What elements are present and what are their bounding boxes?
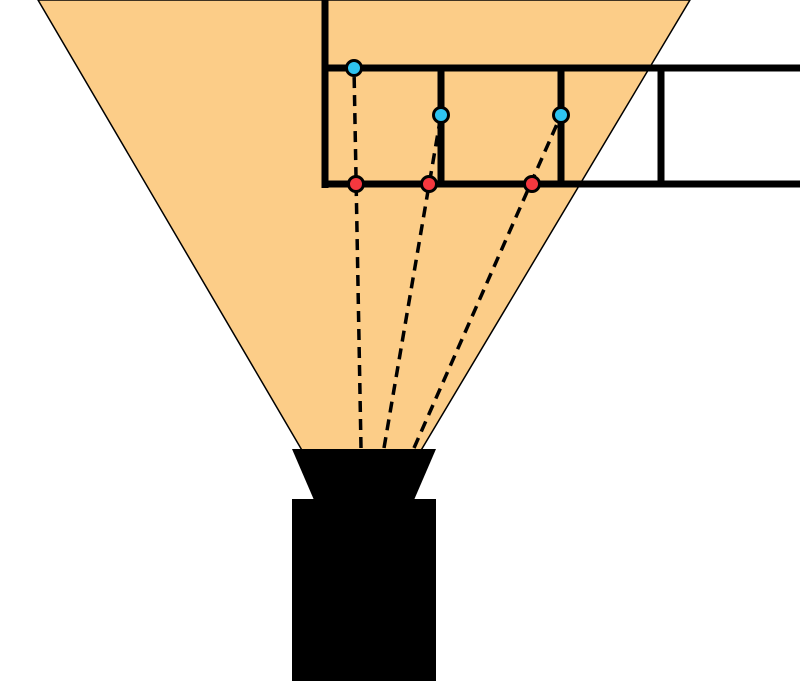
camera-body (292, 499, 436, 681)
ray-1 (352, 67, 363, 449)
frame-structure (321, 0, 800, 188)
lower-points (347, 175, 541, 193)
upper-point-3 (552, 106, 570, 124)
lower-point-3 (523, 175, 541, 193)
lower-point-2 (420, 175, 438, 193)
upper-point-2 (432, 106, 450, 124)
ray-2 (382, 114, 443, 449)
upper-point-1 (345, 59, 363, 77)
ray-3 (412, 114, 563, 449)
camera-icon (292, 449, 436, 681)
dashed-projection-lines (352, 67, 563, 449)
lower-point-1 (347, 175, 365, 193)
upper-points (345, 59, 570, 124)
camera-lens (292, 449, 436, 500)
